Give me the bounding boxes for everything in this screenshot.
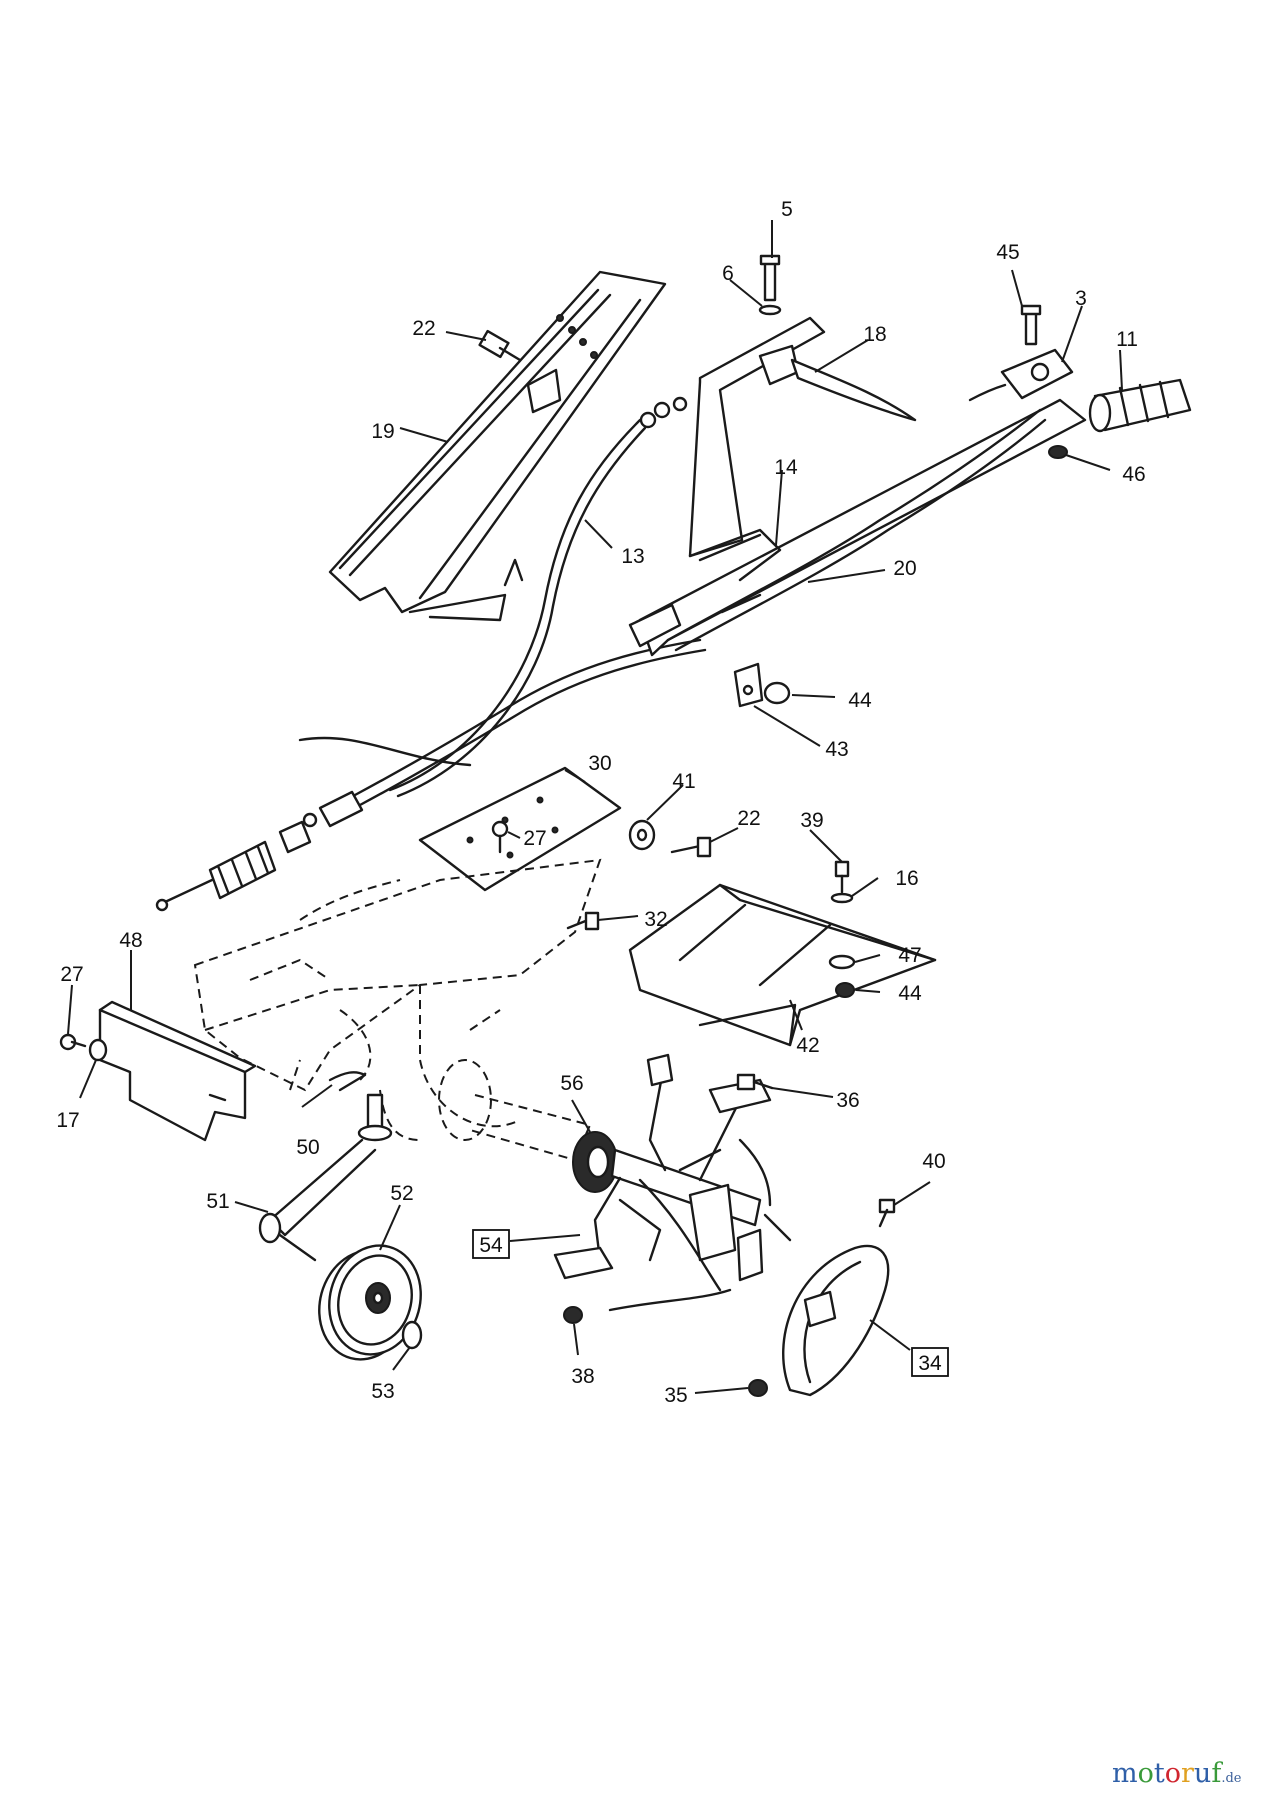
- cable-spring-assembly: [155, 638, 707, 912]
- callout-38: 38: [571, 1365, 594, 1388]
- callout-11: 11: [1116, 328, 1138, 351]
- callout-54-box: [472, 1229, 510, 1259]
- watermark-letter: u: [1193, 1758, 1212, 1789]
- tine-assembly-part-54: [553, 1053, 792, 1312]
- gearbox-housing-dashed: [193, 858, 602, 1141]
- bolt-part-5: [759, 254, 781, 302]
- callout-52: 52: [390, 1182, 413, 1205]
- callout-13: 13: [621, 545, 644, 568]
- callout-34: 34: [918, 1352, 942, 1375]
- nut-part-46: [1048, 445, 1068, 459]
- callout-39: 39: [800, 809, 823, 832]
- washer-part-16: [830, 892, 854, 904]
- callout-56: 56: [560, 1072, 583, 1095]
- bolt-part-32: [566, 911, 600, 931]
- callout-48: 48: [119, 929, 142, 952]
- callout-47: 47: [898, 944, 921, 967]
- bracket-part-48: [98, 1000, 257, 1142]
- screw-part-27-top: [491, 820, 509, 854]
- bolt-part-40: [878, 1198, 896, 1228]
- callout-45: 45: [996, 241, 1019, 264]
- callout-3: 3: [1075, 287, 1087, 310]
- pin-part-50: [328, 1071, 367, 1092]
- washer-part-41: [628, 819, 656, 851]
- rail-part-20: [666, 408, 1047, 652]
- screw-part-27-left: [59, 1033, 87, 1051]
- callout-20: 20: [893, 557, 916, 580]
- disc-part-34: [782, 1244, 890, 1397]
- watermark-letter: t: [1153, 1758, 1165, 1789]
- callout-labels: 3 5 6 11 13 14 16 17 18 19 20 22 22 27 2…: [56, 198, 1145, 1407]
- leader-lines: [67, 220, 1123, 1394]
- motoruf-watermark-logo: motoruf.de: [1112, 1758, 1241, 1789]
- callout-36: 36: [836, 1089, 859, 1112]
- callout-5: 5: [781, 198, 793, 221]
- callout-18: 18: [863, 323, 886, 346]
- callout-22-top: 22: [412, 317, 435, 340]
- callout-40: 40: [922, 1150, 945, 1173]
- callout-22-mid: 22: [737, 807, 760, 830]
- bolt-part-36: [736, 1073, 774, 1091]
- watermark-suffix: .de: [1221, 1771, 1242, 1786]
- callout-14: 14: [774, 456, 798, 479]
- callout-50: 50: [296, 1136, 319, 1159]
- callout-46: 46: [1122, 463, 1145, 486]
- throttle-part-3: [968, 348, 1074, 402]
- nut-part-44: [763, 681, 791, 705]
- callout-35: 35: [664, 1384, 687, 1407]
- watermark-letter: f: [1211, 1758, 1222, 1789]
- callout-27-left: 27: [60, 963, 83, 986]
- callout-54: 54: [479, 1234, 503, 1257]
- callout-16: 16: [895, 867, 918, 890]
- axle-part-51: [258, 1093, 393, 1262]
- callout-44-top: 44: [848, 689, 872, 712]
- callout-51: 51: [206, 1190, 229, 1213]
- callout-44-lower: 44: [898, 982, 922, 1005]
- plate-part-30: [418, 766, 622, 892]
- washer-part-6: [758, 304, 782, 316]
- bolt-part-39: [834, 860, 850, 894]
- grip-part-11: [1088, 378, 1192, 433]
- bolt-part-22: [478, 329, 522, 362]
- nut-part-35: [748, 1379, 768, 1397]
- callout-43: 43: [825, 738, 848, 761]
- callout-53: 53: [371, 1380, 394, 1403]
- watermark-letter: m: [1112, 1758, 1138, 1789]
- callout-17: 17: [56, 1109, 79, 1132]
- callout-32: 32: [644, 908, 667, 931]
- watermark-letters: motoruf: [1112, 1758, 1221, 1789]
- callout-41: 41: [672, 770, 695, 793]
- callout-19: 19: [371, 420, 394, 443]
- handle-guard-part-19: [328, 270, 667, 622]
- nut-part-38: [563, 1306, 583, 1324]
- watermark-letter: r: [1181, 1758, 1194, 1789]
- nut-part-53: [401, 1320, 423, 1350]
- callout-27-top: 27: [523, 827, 546, 850]
- watermark-letter: o: [1137, 1758, 1154, 1789]
- washer-part-17: [88, 1038, 108, 1062]
- callout-42: 42: [796, 1034, 819, 1057]
- bolt-part-22-mid: [670, 836, 712, 858]
- lever-part-18: [758, 344, 917, 422]
- washer-part-47: [828, 954, 856, 970]
- shield-part-42: [628, 883, 937, 1047]
- bracket-part-43: [733, 662, 764, 708]
- hub-part-56: [572, 1131, 618, 1193]
- bolt-part-45: [1020, 304, 1042, 346]
- handlebar-frame-part-14: [628, 316, 1087, 657]
- callout-34-box: [911, 1347, 949, 1377]
- wheel-part-52: [318, 1244, 422, 1361]
- callout-6: 6: [722, 262, 734, 285]
- callout-30: 30: [588, 752, 611, 775]
- nut-part-44-lower: [835, 982, 855, 998]
- watermark-letter: o: [1164, 1758, 1181, 1789]
